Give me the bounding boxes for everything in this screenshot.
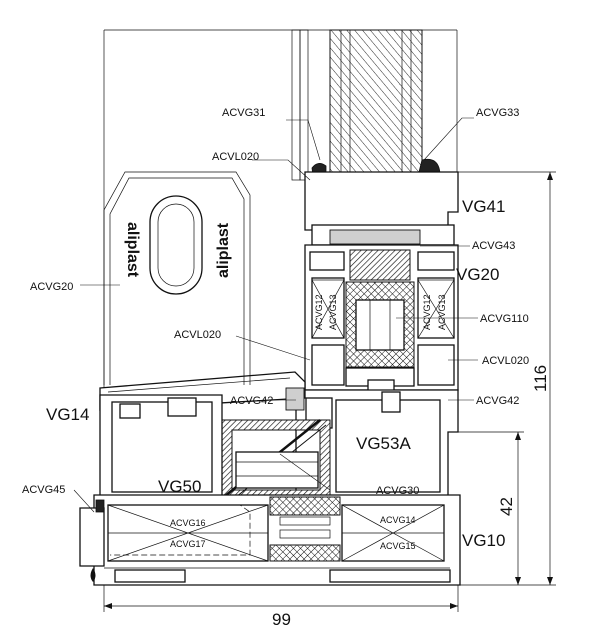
dimension-height-lower-label: 42	[497, 497, 516, 516]
dimension-height-total: 116	[458, 171, 556, 586]
profile-vg50	[99, 394, 223, 501]
brand-text-left: aliplast	[124, 222, 141, 278]
label-acvg110: ACVG110	[480, 313, 529, 325]
dimension-height-lower: 42	[458, 431, 524, 585]
label-acvg45: ACVG45	[22, 484, 65, 496]
label-acvg12-right: ACVG12	[422, 294, 432, 330]
label-vg10: VG10	[462, 531, 505, 550]
label-acvg17: ACVG17	[170, 539, 206, 549]
dashed-guides	[110, 504, 251, 556]
insert-acvg14-15	[341, 504, 445, 562]
label-acvg42-left: ACVG42	[230, 395, 273, 407]
label-acvg13-right: ACVG13	[437, 294, 447, 330]
insert-right-acvg12-13	[417, 279, 455, 339]
profile-vg41	[304, 171, 459, 246]
label-vg50: VG50	[158, 477, 201, 496]
label-acvg42-right: ACVG42	[476, 395, 519, 407]
drain-cap-acvg45	[79, 499, 105, 582]
label-vg41: VG41	[462, 197, 505, 216]
label-acvl020-mid: ACVL020	[174, 329, 221, 341]
brand-text-right: aliplast	[215, 222, 232, 278]
label-acvg31: ACVG31	[222, 107, 265, 119]
label-acvg20: ACVG20	[30, 281, 73, 293]
label-acvg13-left: ACVG13	[328, 294, 338, 330]
dimension-width: 99	[103, 585, 459, 629]
dimension-height-total-label: 116	[531, 365, 550, 392]
sash-illustration	[103, 171, 251, 385]
insert-left-acvg12-13	[311, 279, 345, 339]
labels: ACVG31 ACVG33 ACVL020 VG41 ACVG43 VG20 A…	[22, 107, 529, 551]
brand-left: aliplast	[124, 222, 141, 278]
leader-lines	[73, 117, 478, 513]
label-acvg16: ACVG16	[170, 518, 206, 528]
dimension-width-label: 99	[272, 610, 291, 629]
label-acvg33: ACVG33	[476, 107, 519, 119]
profile-vg53a	[295, 389, 459, 501]
label-vg20: VG20	[456, 265, 499, 284]
label-acvg14: ACVG14	[380, 515, 416, 525]
label-acvg30: ACVG30	[376, 485, 419, 497]
label-acvl020-top: ACVL020	[212, 151, 259, 163]
polyamide-strips	[269, 496, 341, 562]
label-acvl020-right: ACVL020	[482, 355, 529, 367]
label-acvg12-left: ACVG12	[314, 294, 324, 330]
label-vg14: VG14	[46, 405, 89, 424]
insert-acvg16-17	[107, 504, 269, 562]
brand-right: aliplast	[215, 222, 232, 278]
label-acvg43: ACVG43	[472, 240, 515, 252]
label-acvg15: ACVG15	[380, 541, 416, 551]
label-vg53a: VG53A	[356, 434, 411, 453]
